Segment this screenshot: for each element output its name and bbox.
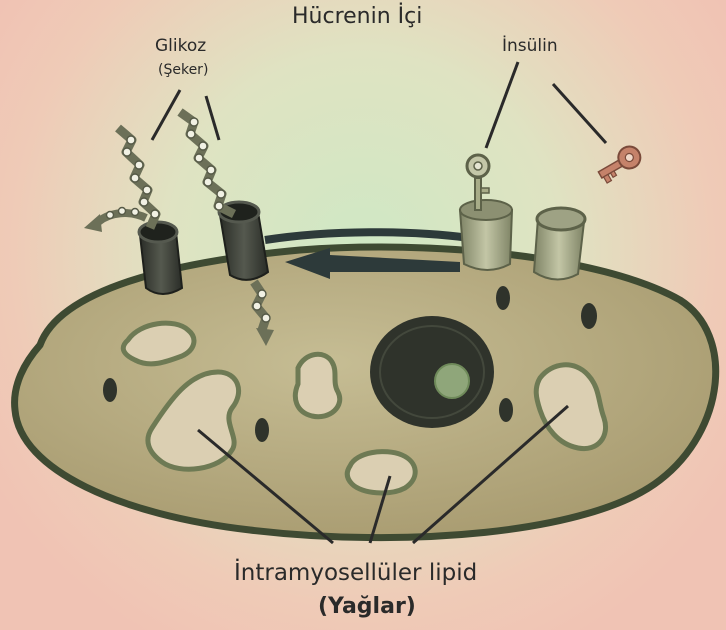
insulin-receptor-empty [534, 208, 585, 280]
glucose-chain-right [180, 112, 234, 214]
glucose-label: Glikoz [155, 36, 206, 56]
lipid-label: İntramyosellüler lipid [234, 560, 477, 586]
glucose-channel-left [139, 222, 182, 294]
diagram-title: Hücrenin İçi [292, 4, 422, 29]
organelle [496, 286, 510, 310]
lipid-sublabel: (Yağlar) [318, 594, 416, 619]
organelle [499, 398, 513, 422]
insulin-key-free [594, 142, 644, 184]
insulin-receptor-occupied [460, 200, 512, 270]
organelle [255, 418, 269, 442]
nucleus [370, 316, 494, 428]
organelle [103, 378, 117, 402]
translocation-arc [265, 232, 470, 240]
cell-membrane [15, 247, 716, 538]
glucose-chain-left-out [84, 208, 146, 233]
insulin-label: İnsülin [502, 36, 558, 56]
lipid-droplet [347, 452, 415, 493]
nucleolus [435, 364, 469, 398]
lipid-droplet [295, 354, 339, 416]
glucose-sublabel: (Şeker) [158, 62, 208, 78]
organelle [581, 303, 597, 329]
